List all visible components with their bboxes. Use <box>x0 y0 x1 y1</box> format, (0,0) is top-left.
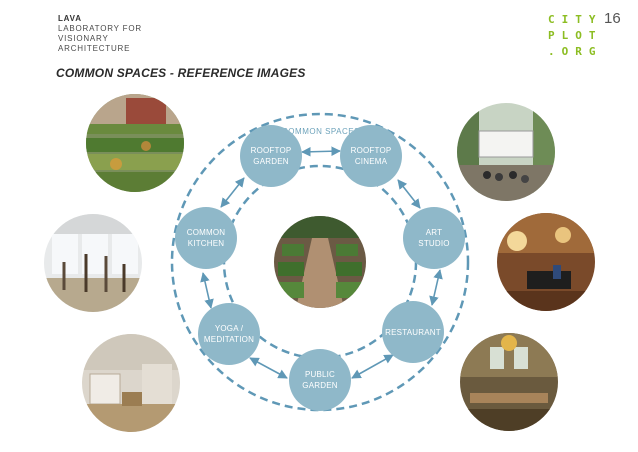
node-rooftop-garden: ROOFTOP GARDEN <box>240 125 302 187</box>
logo-line-1: CITY <box>548 13 603 26</box>
node-yoga-meditation-line2: MEDITATION <box>204 335 254 344</box>
node-public-garden-line2: GARDEN <box>302 381 337 390</box>
arrow-restaurant-public <box>351 354 394 379</box>
brand-line-3: ARCHITECTURE <box>58 44 131 53</box>
node-rooftop-garden-line2: GARDEN <box>253 157 288 166</box>
node-yoga-meditation: YOGA / MEDITATION <box>198 303 260 365</box>
common-kitchen-photo <box>82 334 180 432</box>
brand-line-2: VISIONARY <box>58 34 109 43</box>
arrow-cinema-art <box>397 179 421 209</box>
page-number: 16 <box>604 10 621 27</box>
node-rooftop-cinema-line1: ROOFTOP <box>351 146 392 155</box>
outer-dashed-ring <box>170 112 470 412</box>
center-garden-photo <box>274 216 366 308</box>
cityplot-logo: CITY PLOT .ORG <box>548 12 603 60</box>
node-common-kitchen-line2: KITCHEN <box>188 239 225 248</box>
node-art-studio: ART STUDIO <box>403 207 465 269</box>
logo-line-2: PLOT <box>548 29 603 42</box>
rooftop-cinema-photo <box>457 103 555 201</box>
arrow-public-yoga <box>249 357 288 379</box>
ring-label: COMMON SPACES <box>282 127 360 136</box>
node-rooftop-cinema-line2: CINEMA <box>355 157 388 166</box>
brand-block: LAVA LABORATORY FOR VISIONARY ARCHITECTU… <box>58 14 142 54</box>
node-yoga-meditation-line1: YOGA / <box>215 324 244 333</box>
brand-name: LAVA <box>58 14 82 23</box>
yoga-photo-left <box>44 214 142 312</box>
arrow-yoga-kitchen <box>200 272 214 309</box>
node-restaurant-line1: RESTAURANT <box>385 328 441 337</box>
art-studio-photo <box>497 213 595 311</box>
rooftop-garden-photo <box>86 94 184 192</box>
node-public-garden-line1: PUBLIC <box>305 370 335 379</box>
node-common-kitchen-line1: COMMON <box>187 228 226 237</box>
page-title: COMMON SPACES - REFERENCE IMAGES <box>56 66 306 80</box>
brand-line-1: LABORATORY FOR <box>58 24 142 33</box>
node-art-studio-line2: STUDIO <box>418 239 449 248</box>
node-common-kitchen: COMMON KITCHEN <box>175 207 237 269</box>
connector-arrows <box>200 146 443 379</box>
node-restaurant: RESTAURANT <box>382 301 444 363</box>
node-public-garden: PUBLIC GARDEN <box>289 349 351 411</box>
node-art-studio-line1: ART <box>426 228 442 237</box>
arrow-art-restaurant <box>429 269 443 306</box>
node-rooftop-garden-line1: ROOFTOP <box>251 146 292 155</box>
restaurant-photo <box>460 333 558 431</box>
logo-line-3: .ORG <box>548 45 603 58</box>
node-rooftop-cinema: ROOFTOP CINEMA <box>340 125 402 187</box>
arrow-garden-cinema <box>301 146 341 157</box>
arrow-kitchen-garden <box>220 177 245 208</box>
